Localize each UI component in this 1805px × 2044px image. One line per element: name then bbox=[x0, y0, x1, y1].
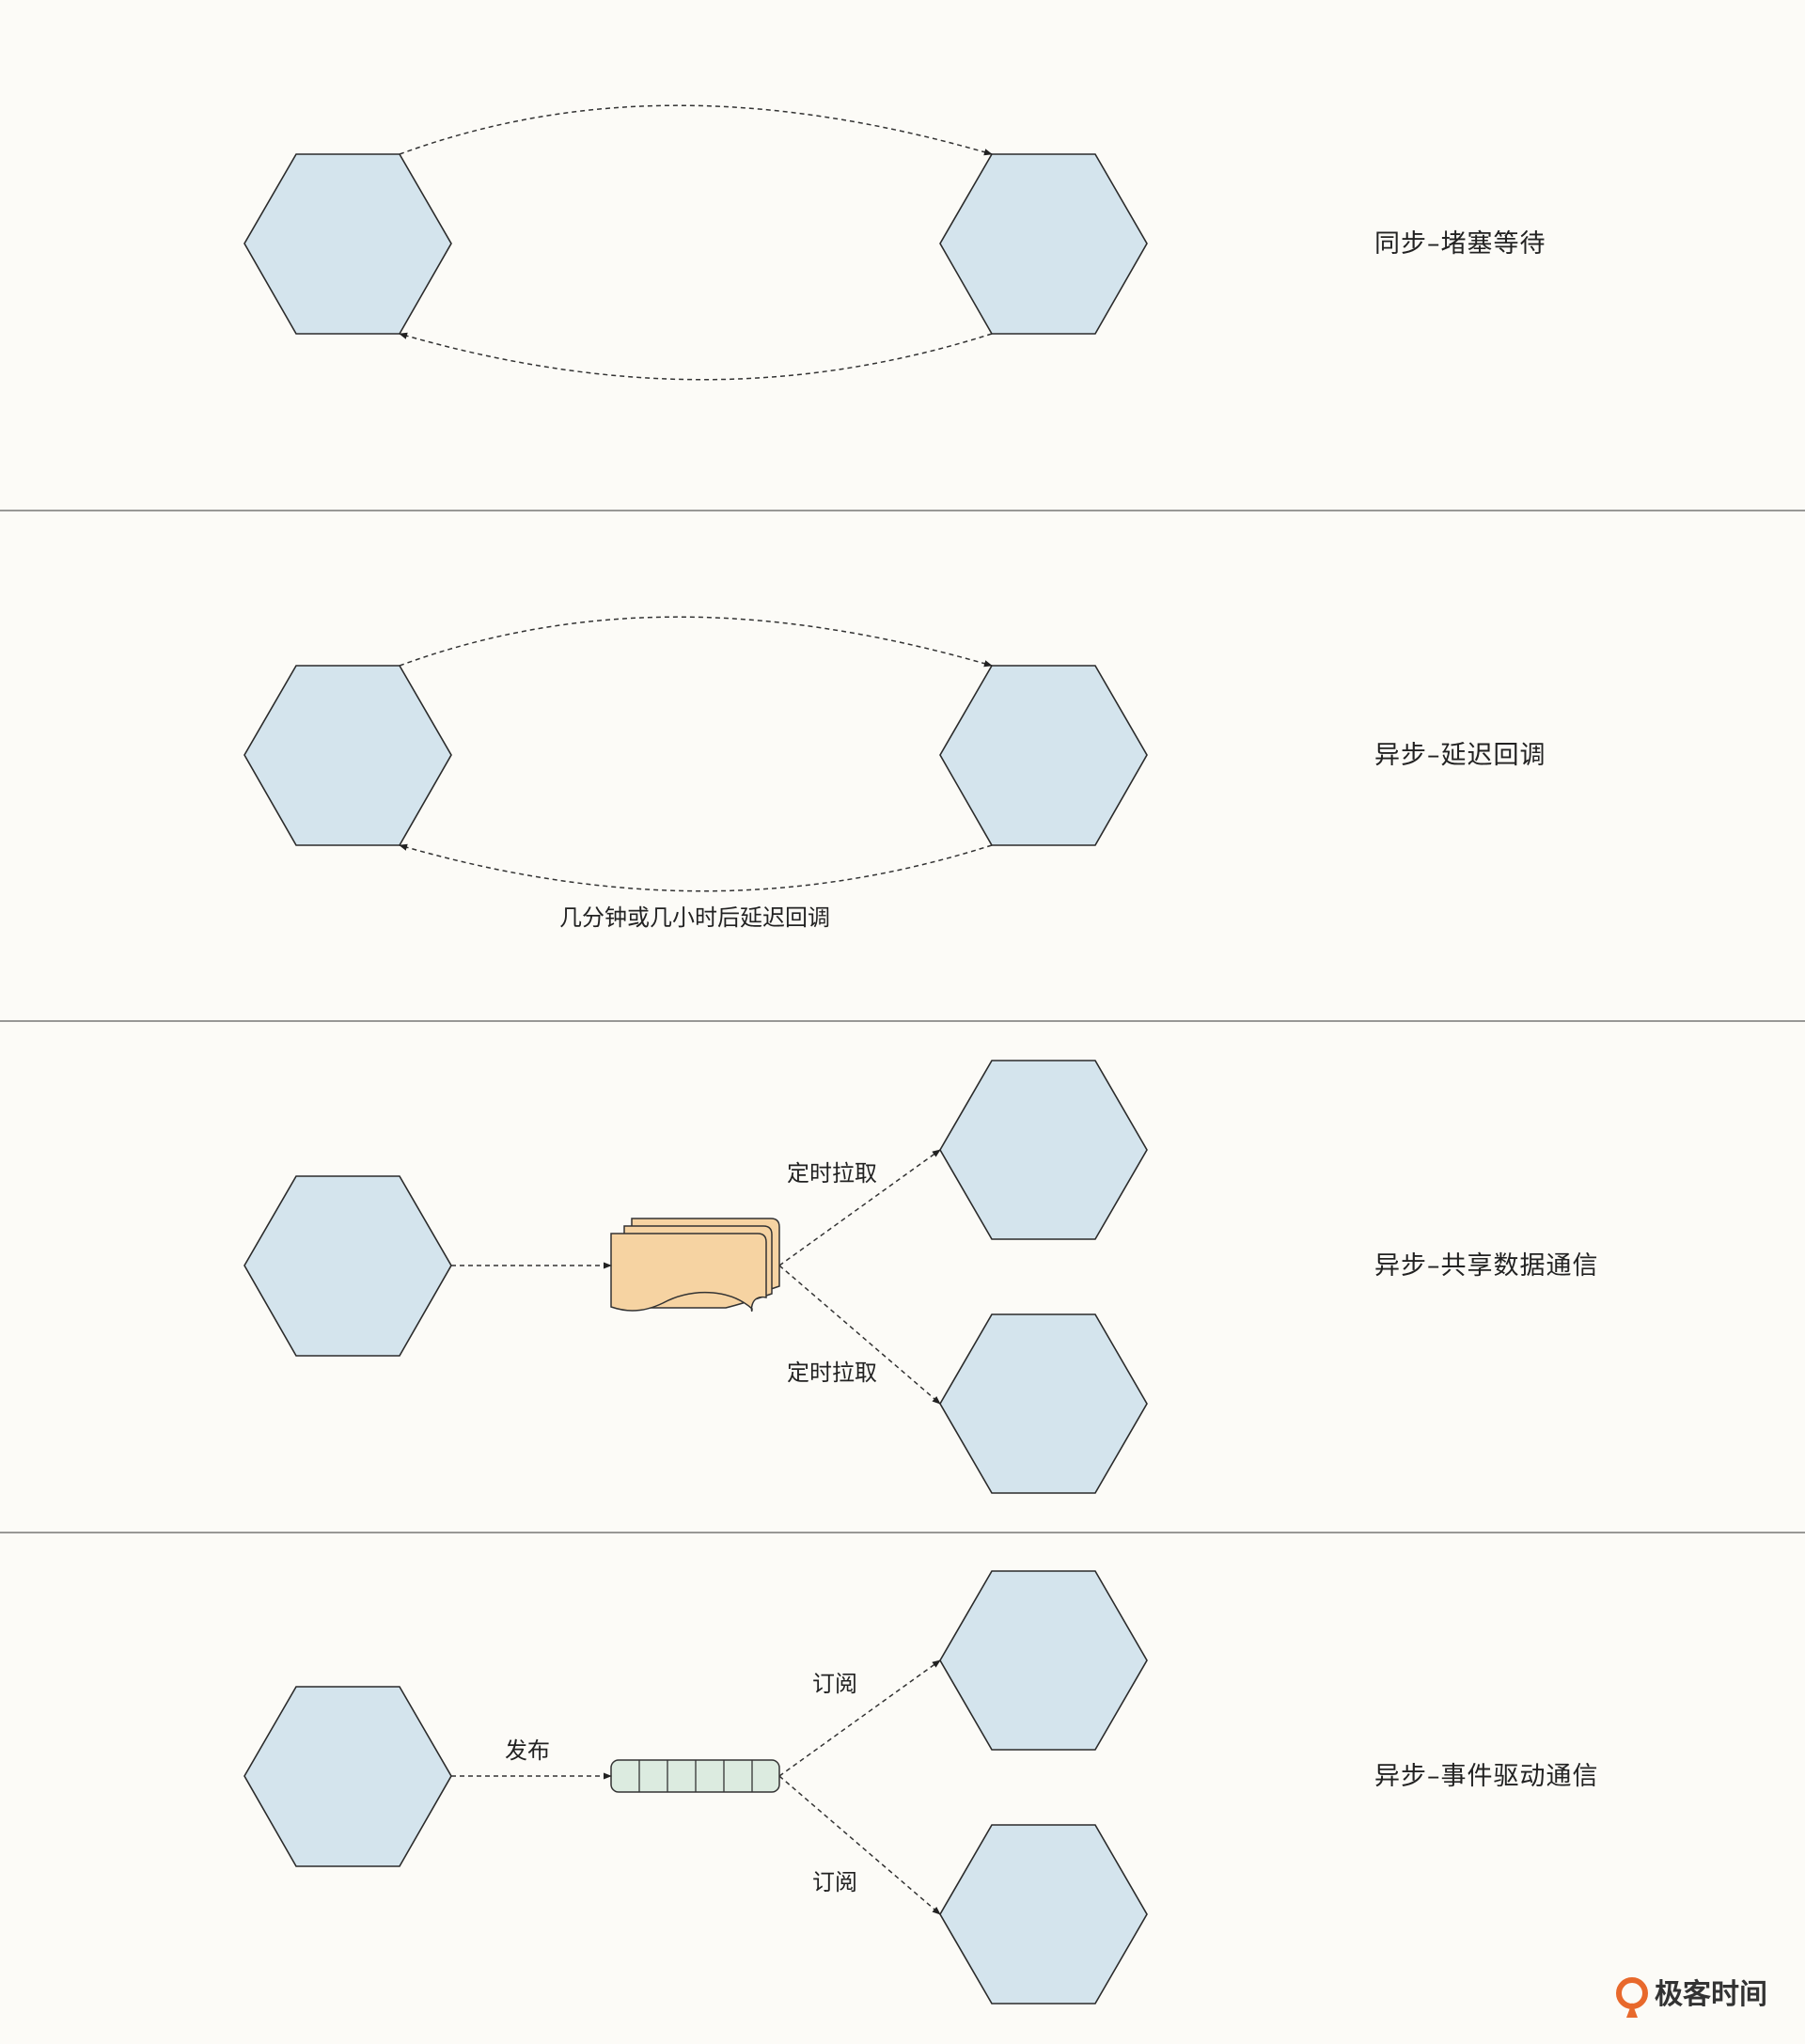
subscribe-label-bottom: 订阅 bbox=[812, 1869, 857, 1895]
service-node-producer bbox=[243, 1175, 452, 1357]
callback-arrow bbox=[399, 843, 993, 892]
section-title: 同步–堵塞等待 bbox=[1374, 229, 1546, 259]
shared-document-icon bbox=[610, 1218, 780, 1312]
request-arrow bbox=[399, 616, 993, 668]
pull-label-bottom: 定时拉取 bbox=[787, 1360, 877, 1386]
section-title: 异步–共享数据通信 bbox=[1374, 1251, 1599, 1281]
response-arrow bbox=[399, 332, 993, 381]
section-async-event-driven: 发布 订阅 订阅 异步–事件驱动通信 bbox=[243, 1570, 1599, 2005]
pull-label-top: 定时拉取 bbox=[787, 1160, 877, 1187]
section-async-shared-data: 定时拉取 定时拉取 异步–共享数据通信 bbox=[243, 1060, 1599, 1494]
section-async-callback: 几分钟或几小时后延迟回调 异步–延迟回调 bbox=[243, 616, 1546, 931]
section-title: 异步–事件驱动通信 bbox=[1374, 1762, 1599, 1791]
brand-watermark: 极客时间 bbox=[1616, 1977, 1767, 2018]
callback-label: 几分钟或几小时后延迟回调 bbox=[559, 904, 830, 931]
pull-arrow-top bbox=[778, 1149, 941, 1266]
section-sync: 同步–堵塞等待 bbox=[243, 104, 1546, 381]
service-node-callee bbox=[939, 153, 1148, 335]
service-node-consumer-bottom bbox=[939, 1313, 1148, 1494]
publish-label: 发布 bbox=[505, 1737, 550, 1764]
geektime-logo-icon bbox=[1616, 1977, 1648, 2018]
service-node-callee bbox=[939, 665, 1148, 846]
service-node-subscriber-top bbox=[939, 1570, 1148, 1751]
section-title: 异步–延迟回调 bbox=[1374, 741, 1546, 770]
message-queue-icon bbox=[610, 1759, 780, 1793]
subscribe-label-top: 订阅 bbox=[812, 1671, 857, 1697]
service-node-caller bbox=[243, 153, 452, 335]
brand-name: 极客时间 bbox=[1655, 1978, 1767, 2011]
subscribe-arrow-top bbox=[778, 1659, 941, 1777]
service-node-publisher bbox=[243, 1686, 452, 1867]
request-arrow bbox=[399, 104, 993, 156]
service-node-subscriber-bottom bbox=[939, 1824, 1148, 2005]
subscribe-arrow-bottom bbox=[778, 1775, 941, 1915]
pull-arrow-bottom bbox=[778, 1265, 941, 1405]
service-node-caller bbox=[243, 665, 452, 846]
service-node-consumer-top bbox=[939, 1060, 1148, 1240]
